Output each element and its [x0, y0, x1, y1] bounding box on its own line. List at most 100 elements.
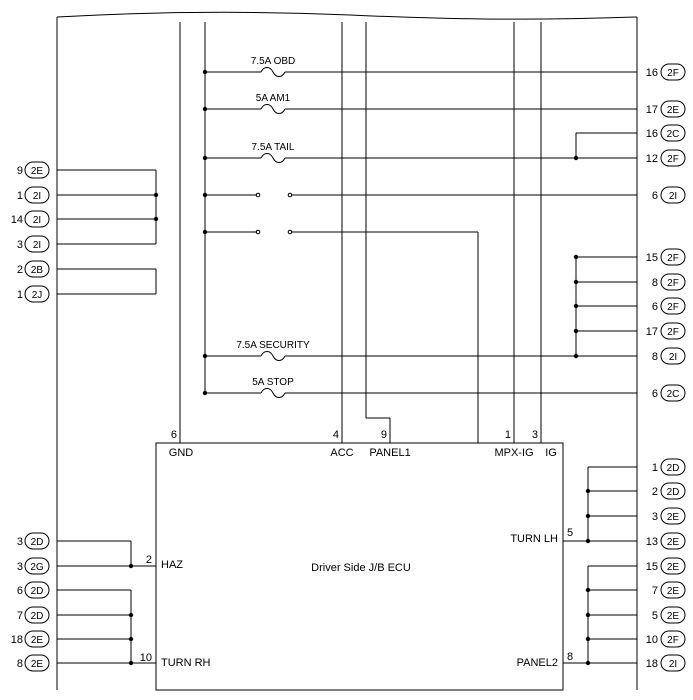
- connector-2I: 8 2I: [652, 347, 686, 365]
- connector-2F: 6 2F: [652, 297, 686, 315]
- fuse-symbol: [260, 351, 286, 361]
- ecu-pin-number: 4: [333, 429, 339, 441]
- connector-code: 2I: [669, 352, 677, 363]
- connector-2D: 2 2D: [652, 482, 686, 500]
- connector-pin: 3: [17, 239, 23, 251]
- ecu-pin-name: PANEL1: [369, 447, 410, 459]
- relay-contact: [255, 192, 261, 198]
- connector-pin: 13: [646, 536, 658, 548]
- connector-code: 2F: [667, 154, 679, 165]
- connector-code: 2D: [667, 487, 680, 498]
- connector-pin: 8: [652, 351, 658, 363]
- connector-pill: [660, 630, 686, 648]
- connector-pill: [24, 581, 50, 599]
- connector-code: 2E: [667, 611, 680, 622]
- ecu-pin-number: 9: [381, 429, 387, 441]
- connector-code: 2F: [667, 253, 679, 264]
- connector-code: 2E: [667, 562, 680, 573]
- splice-dot: [573, 328, 579, 334]
- connector-pin: 2: [17, 264, 23, 276]
- connector-code: 2C: [667, 129, 680, 140]
- connector-code: 2F: [667, 327, 679, 338]
- connector-code: 2F: [667, 635, 679, 646]
- connector-pill: [24, 235, 50, 253]
- splice-dot: [585, 538, 591, 544]
- splice-dot: [128, 660, 134, 666]
- splice-dot: [202, 69, 208, 75]
- connector-code: 2D: [31, 537, 44, 548]
- connector-pin: 6: [652, 388, 658, 400]
- connector-pill: [660, 532, 686, 550]
- ecu-pin-number: 3: [532, 429, 538, 441]
- connector-code: 2F: [667, 302, 679, 313]
- connector-2B: 2 2B: [17, 260, 50, 278]
- connector-pin: 8: [17, 658, 23, 670]
- fuse-label: 7.5A OBD: [251, 56, 295, 67]
- connector-code: 2F: [667, 278, 679, 289]
- connector-code: 2C: [667, 389, 680, 400]
- splice-dot: [585, 488, 591, 494]
- ecu-pin-name: HAZ: [161, 559, 183, 571]
- connector-2D: 3 2D: [17, 532, 50, 550]
- connector-code: 2E: [667, 105, 680, 116]
- splice-dot: [202, 229, 208, 235]
- splice-dot: [585, 660, 591, 666]
- ecu-pin-name: GND: [169, 447, 194, 459]
- ecu-pin-number: 5: [567, 527, 573, 539]
- connector-pin: 17: [646, 326, 658, 338]
- connector-pin: 5: [652, 610, 658, 622]
- connector-pill: [24, 654, 50, 672]
- connector-pill: [660, 124, 686, 142]
- connector-pill: [24, 285, 50, 303]
- splice-dot: [153, 192, 159, 198]
- splice-dot: [573, 353, 579, 359]
- fuse-symbol: [260, 67, 286, 77]
- splice-dot: [128, 563, 134, 569]
- connector-code: 2B: [31, 265, 44, 276]
- connector-code: 2I: [33, 215, 41, 226]
- connector-2E: 18 2E: [11, 630, 50, 648]
- connector-code: 2D: [31, 611, 44, 622]
- connector-2F: 17 2F: [646, 322, 686, 340]
- splice-dot: [585, 636, 591, 642]
- connector-pin: 3: [17, 561, 23, 573]
- connector-pin: 2: [652, 486, 658, 498]
- connector-pill: [660, 100, 686, 118]
- jb-top-edge: [56, 11, 638, 20]
- connector-pin: 3: [17, 536, 23, 548]
- connector-2E: 5 2E: [652, 606, 686, 624]
- connector-pin: 1: [652, 462, 658, 474]
- connector-pill: [660, 482, 686, 500]
- connector-pill: [660, 273, 686, 291]
- connector-pin: 18: [11, 634, 23, 646]
- connector-pill: [660, 654, 686, 672]
- connector-2C: 6 2C: [652, 384, 686, 402]
- connector-pill: [660, 63, 686, 81]
- fuse-label: 7.5A SECURITY: [236, 340, 310, 351]
- connector-pill: [24, 260, 50, 278]
- connector-pin: 6: [652, 301, 658, 313]
- relay-contact: [287, 192, 293, 198]
- connector-pin: 3: [652, 511, 658, 523]
- relay-contact: [287, 229, 293, 235]
- connector-pill: [24, 161, 50, 179]
- connector-code: 2I: [669, 659, 677, 670]
- splice-dot: [573, 254, 579, 260]
- connector-code: 2E: [31, 635, 44, 646]
